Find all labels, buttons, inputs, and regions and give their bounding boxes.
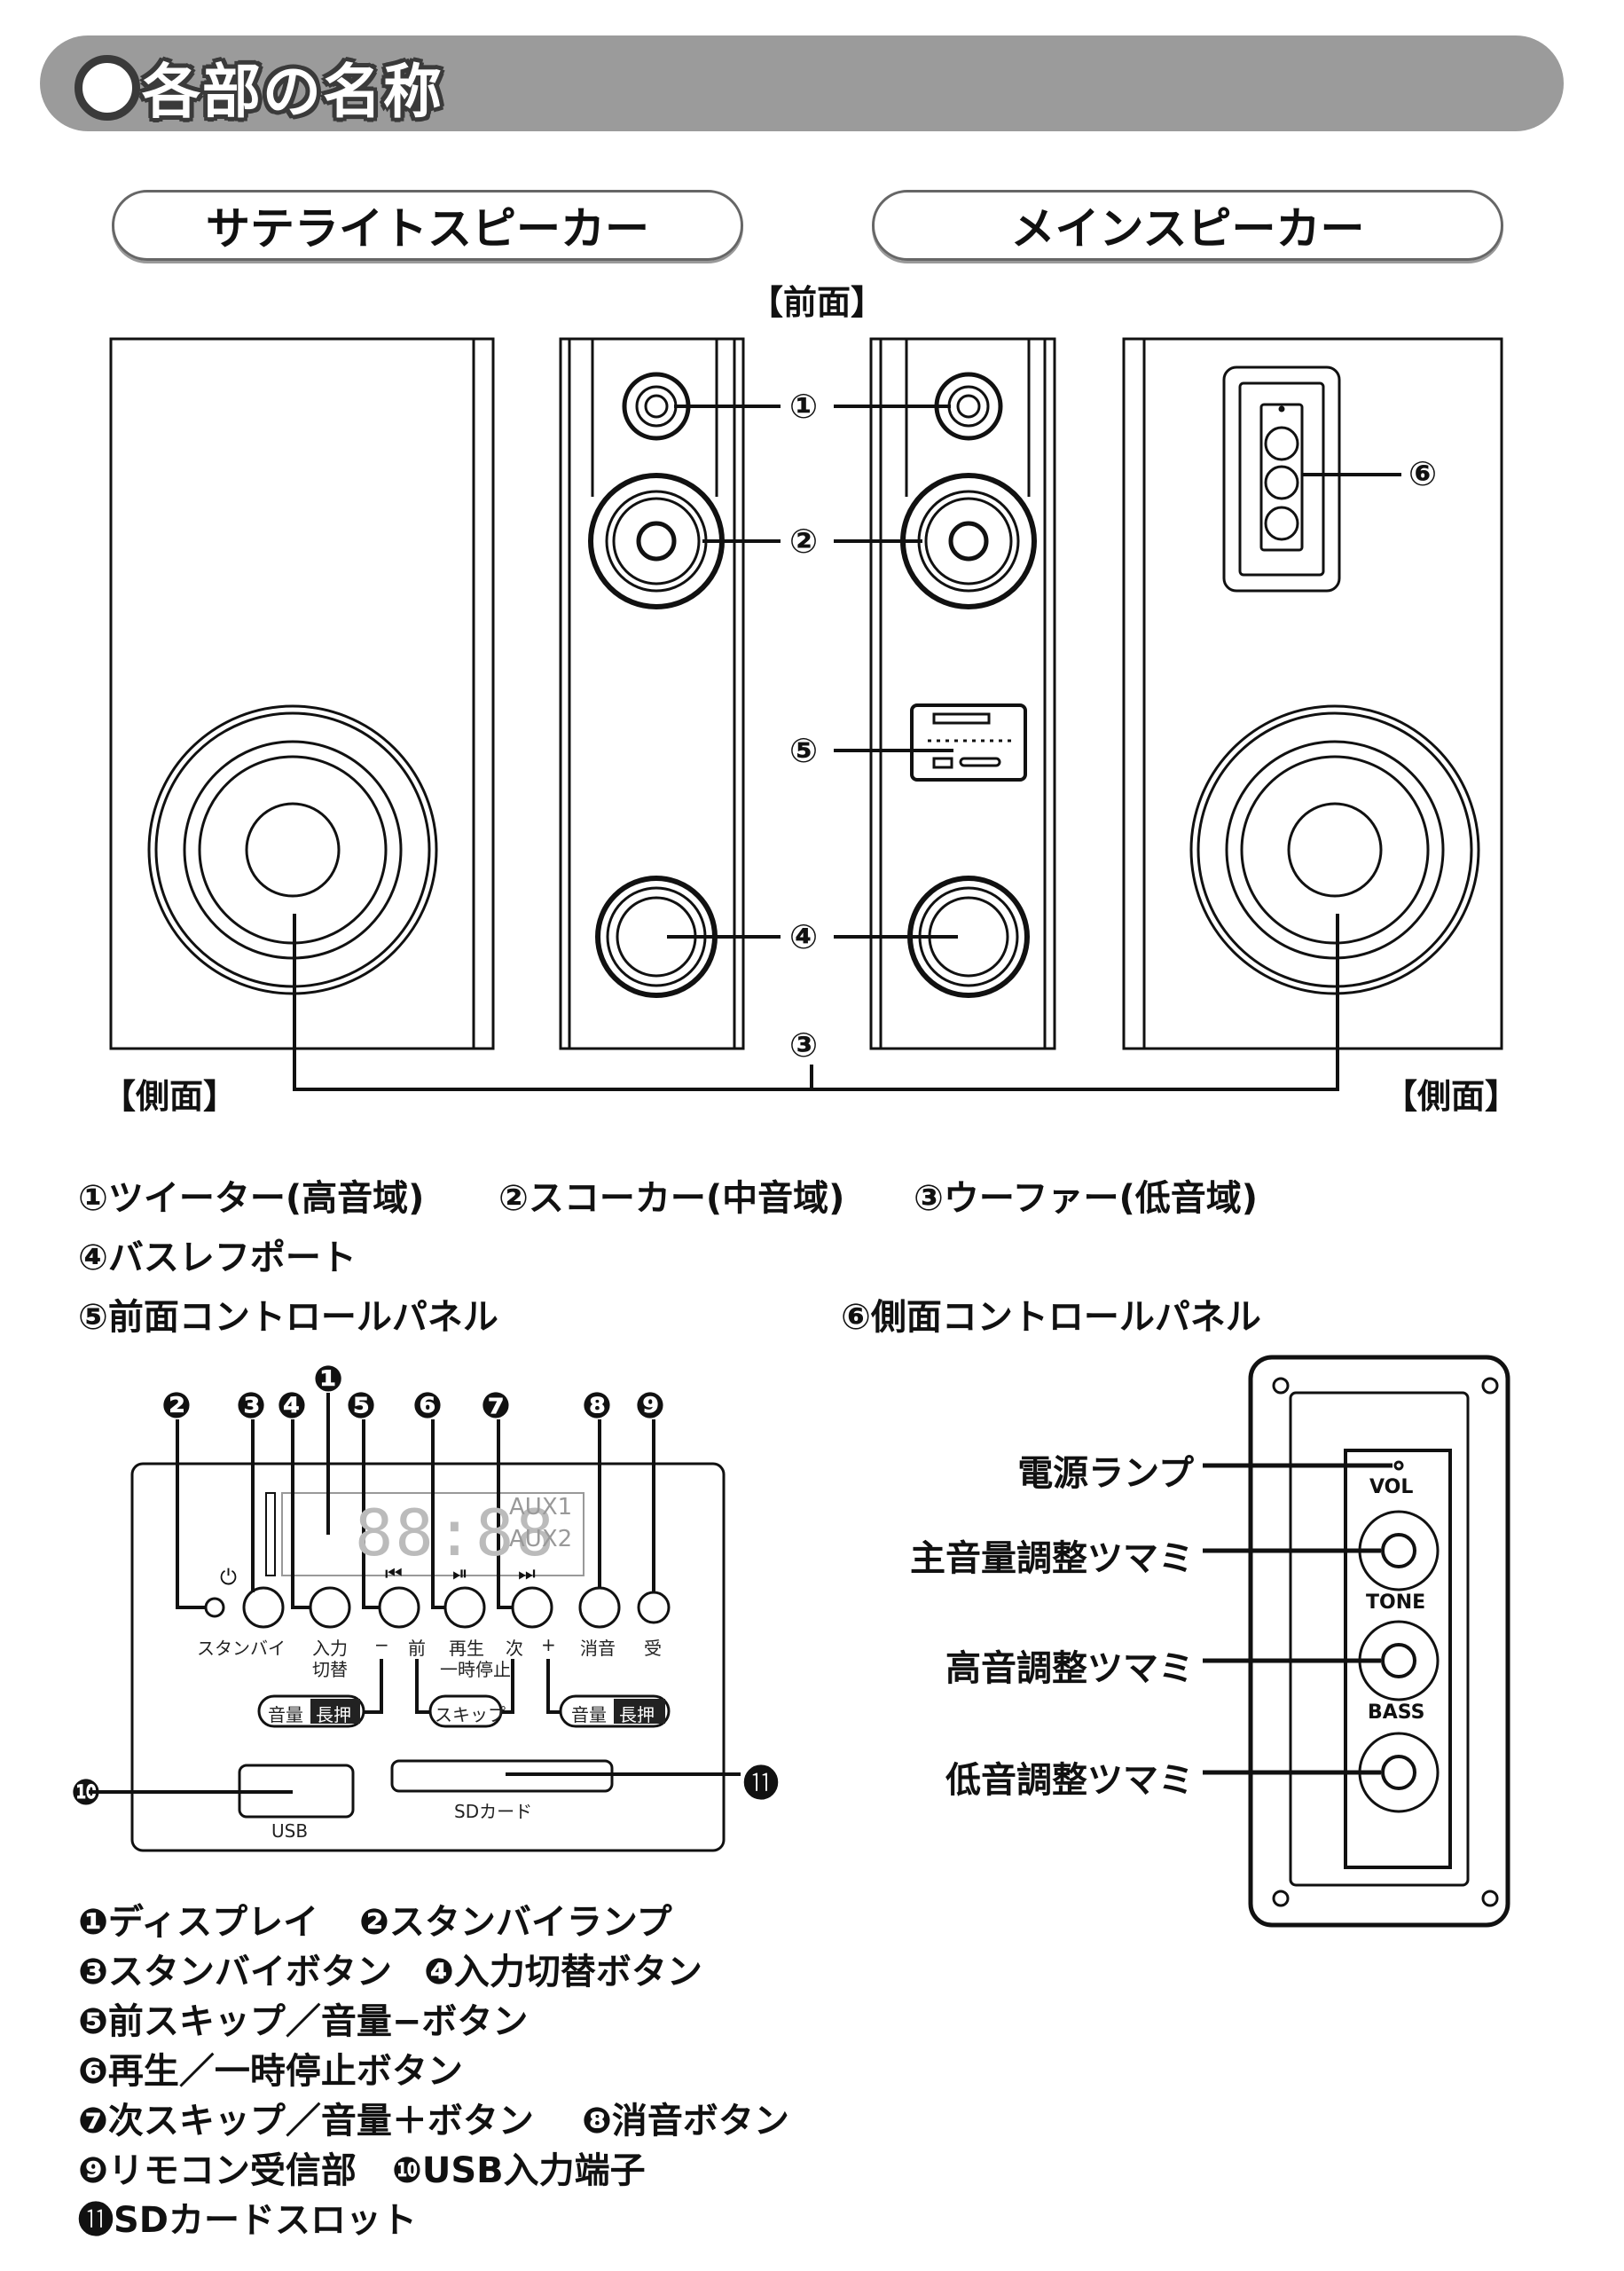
- legend-item: ❽消音ボタン: [582, 2101, 789, 2141]
- legend-item: ❶ディスプレイ: [78, 1902, 319, 1943]
- legend-item: ❻再生／一時停止ボタン: [78, 2051, 463, 2092]
- callout-side-panel: ⑥: [1408, 454, 1438, 493]
- callout-woofer: ③: [789, 1025, 819, 1065]
- display-aux2: AUX2: [509, 1526, 573, 1552]
- marker-play-button: ❻: [412, 1386, 443, 1426]
- legend-item: ❷スタンバイランプ: [359, 1902, 672, 1943]
- satellite-speaker-side: [109, 337, 495, 1050]
- usb-port-shape: [238, 1764, 355, 1819]
- front-view-label: 【前面】: [749, 283, 885, 322]
- legend-item: ❸スタンバイボタン: [78, 1952, 392, 1992]
- marker-display: ❶: [313, 1359, 343, 1400]
- next-label: 次: [506, 1638, 523, 1659]
- part-6: ⑥側面コントロールパネル: [841, 1297, 1261, 1338]
- bullet-circle-icon: [75, 55, 140, 121]
- page-title: 各部の名称: [142, 58, 443, 126]
- remote-label: 受: [644, 1638, 662, 1659]
- marker-prev-button: ❺: [346, 1386, 376, 1426]
- marker-remote-sensor: ❾: [635, 1386, 665, 1426]
- prev-track-icon: ⏮: [385, 1563, 403, 1585]
- vol-tag-left: 音量: [268, 1704, 303, 1725]
- side-view-label-right: 【側面】: [1384, 1077, 1519, 1116]
- side-control-panel-icon: [1222, 365, 1341, 593]
- power-lamp: [1393, 1460, 1404, 1471]
- part-5: ⑤前面コントロールパネル: [78, 1297, 498, 1338]
- usb-label: USB: [271, 1820, 309, 1842]
- play-pause-icon: ⏯: [452, 1563, 468, 1585]
- skip-tag-label: スキップ: [435, 1704, 506, 1725]
- part-4: ④バスレフポート: [78, 1238, 357, 1278]
- plus-label: +: [541, 1634, 556, 1655]
- bass-knob-callout: 低音調整ツマミ: [945, 1760, 1194, 1801]
- legend-item: ⓫SDカードスロット: [78, 2200, 418, 2241]
- legend-item: ❹入力切替ボタン: [424, 1952, 702, 1992]
- next-track-icon: ⏭: [518, 1563, 536, 1585]
- main-speaker-front: [869, 337, 1056, 1050]
- main-speaker-side: [1122, 337, 1503, 1050]
- callout-tweeter: ①: [789, 387, 819, 426]
- treble-knob-callout: 高音調整ツマミ: [945, 1648, 1194, 1689]
- bass-label: BASS: [1368, 1701, 1425, 1724]
- legend-item: ❾リモコン受信部: [78, 2150, 357, 2191]
- sd-slot-shape: [390, 1759, 614, 1793]
- vol-long-press-tag-left: [257, 1694, 365, 1728]
- legend-item: ❺前スキップ／音量−ボタン: [78, 2001, 529, 2042]
- section-title-bar: [40, 35, 1564, 131]
- marker-sd: ⓫: [743, 1764, 779, 1804]
- callout-front-panel: ⑤: [789, 731, 819, 770]
- woofer-icon: [1189, 704, 1480, 995]
- prev-label: 前: [408, 1638, 426, 1659]
- marker-next-button: ❼: [481, 1386, 511, 1426]
- vol-long-press-tag-right: [559, 1694, 671, 1728]
- standby-button-shape: [242, 1586, 285, 1629]
- skip-tag: [428, 1694, 503, 1728]
- power-lamp-callout: 電源ランプ: [1017, 1453, 1194, 1494]
- satellite-speaker-heading: サテライトスピーカー: [112, 190, 743, 261]
- master-volume-knob-callout: 主音量調整ツマミ: [910, 1538, 1194, 1579]
- part-1: ①ツイーター(高音域): [78, 1178, 425, 1219]
- callout-bass-port: ④: [789, 917, 819, 956]
- callout-squawker: ②: [789, 522, 819, 561]
- panel-frame: [130, 1462, 726, 1852]
- long-press-tag-right: 長押: [619, 1704, 655, 1725]
- standby-label: スタンバイ: [197, 1638, 286, 1659]
- part-3: ③ウーファー(低音域): [914, 1178, 1259, 1219]
- play-label: 再生: [449, 1638, 484, 1659]
- tone-label: TONE: [1366, 1591, 1426, 1614]
- input-label: 入力: [312, 1638, 348, 1659]
- marker-mute-button: ❽: [582, 1386, 612, 1426]
- minus-label: −: [374, 1634, 389, 1655]
- control-panel-icon: [910, 703, 1027, 782]
- leader-lines: [293, 405, 1401, 1091]
- side-view-label-left: 【側面】: [102, 1077, 238, 1116]
- display-digits: 88:88: [355, 1496, 556, 1570]
- long-press-tag-left: 長押: [316, 1704, 351, 1725]
- vol-label: VOL: [1369, 1476, 1414, 1498]
- part-2: ②スコーカー(中音域): [498, 1178, 845, 1219]
- marker-input-button: ❹: [277, 1386, 307, 1426]
- main-speaker-heading: メインスピーカー: [872, 190, 1503, 261]
- mute-label: 消音: [580, 1638, 616, 1659]
- power-icon: ⏻: [220, 1565, 237, 1590]
- input-label-2: 切替: [312, 1659, 348, 1680]
- vol-tag-right: 音量: [571, 1704, 607, 1725]
- play-label-2: 一時停止: [440, 1659, 511, 1680]
- display-aux1: AUX1: [509, 1494, 573, 1521]
- marker-standby-lamp: ❷: [161, 1386, 192, 1426]
- marker-usb: ❿: [71, 1772, 101, 1813]
- legend-item: ❿USB入力端子: [392, 2150, 646, 2191]
- sd-label: SDカード: [454, 1801, 533, 1822]
- marker-standby-button: ❸: [236, 1386, 266, 1426]
- legend-item: ❼次スキップ／音量＋ボタン: [78, 2101, 534, 2141]
